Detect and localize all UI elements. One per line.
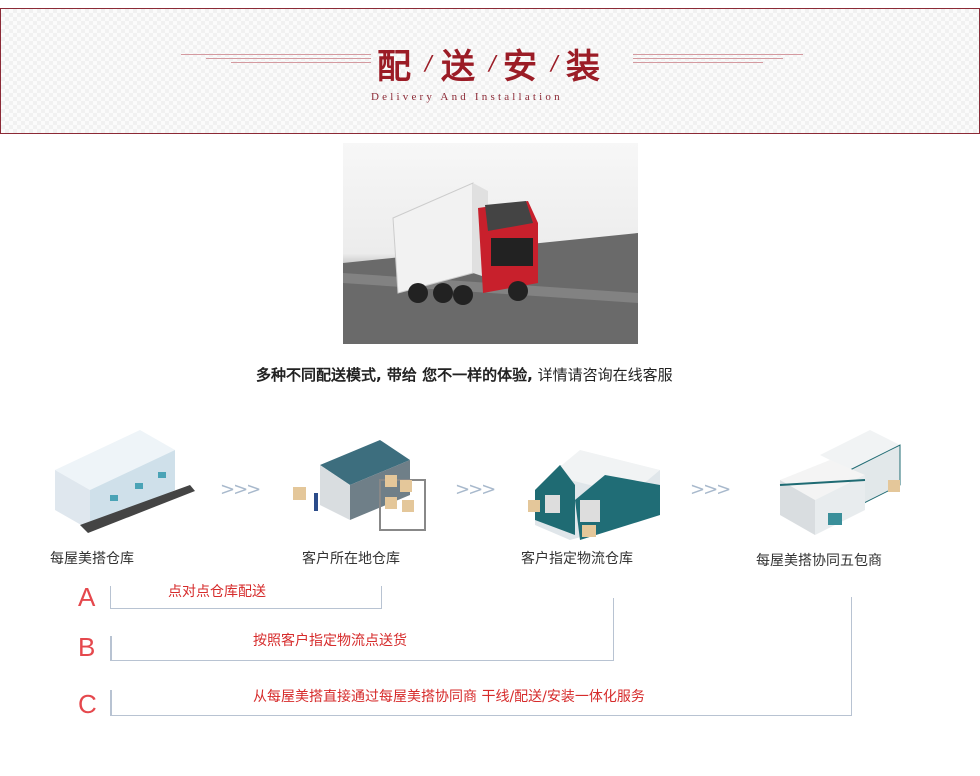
route-bracket-c (110, 597, 852, 716)
step-label: 客户所在地仓库 (302, 551, 400, 567)
step-label: 每屋美搭仓库 (50, 551, 134, 567)
title-separator: / (551, 51, 558, 75)
divider (633, 62, 763, 63)
title-separator: / (489, 51, 496, 75)
step-label: 客户指定物流仓库 (521, 551, 633, 567)
tagline-normal: 详情请咨询在线客服 (532, 366, 673, 384)
divider (181, 54, 371, 55)
divider (110, 690, 112, 716)
title-char: 配 (377, 47, 411, 87)
route-text: 从每屋美搭直接通过每屋美搭协同商 干线/配送/安装一体化服务 (253, 689, 645, 705)
title-char: 安 (503, 47, 537, 87)
warehouse-icon (55, 430, 195, 533)
route-bracket-a (110, 586, 382, 609)
flow-arrow: >>> (690, 479, 731, 500)
divider (231, 62, 371, 63)
storage-shed-icon (293, 440, 426, 531)
flow-arrow: >>> (220, 479, 261, 500)
partner-building-icon (779, 430, 901, 535)
tagline-bold: 多种不同配送模式, 带给 您不一样的体验, (256, 366, 533, 384)
title-char: 送 (441, 47, 475, 87)
route-letter: B (78, 632, 96, 662)
title-char: 装 (566, 47, 600, 87)
divider (206, 58, 371, 59)
divider (110, 636, 112, 661)
logistics-warehouse-icon (528, 450, 660, 540)
truck-image (343, 143, 638, 344)
subtitle: Delivery And Installation (371, 91, 563, 103)
route-text: 按照客户指定物流点送货 (253, 633, 407, 649)
section-header: 配 / 送 / 安 / 装 Delivery And Installation (0, 8, 980, 134)
route-letter: C (78, 689, 97, 719)
title-separator: / (425, 51, 432, 75)
tagline: 多种不同配送模式, 带给 您不一样的体验, 详情请咨询在线客服 (256, 364, 673, 385)
step-label: 每屋美搭协同五包商 (756, 553, 882, 569)
route-bracket-b (110, 598, 614, 661)
divider (633, 58, 783, 59)
route-letter: A (78, 582, 96, 612)
divider (633, 54, 803, 55)
route-text: 点对点仓库配送 (168, 584, 266, 600)
flow-arrow: >>> (455, 479, 496, 500)
